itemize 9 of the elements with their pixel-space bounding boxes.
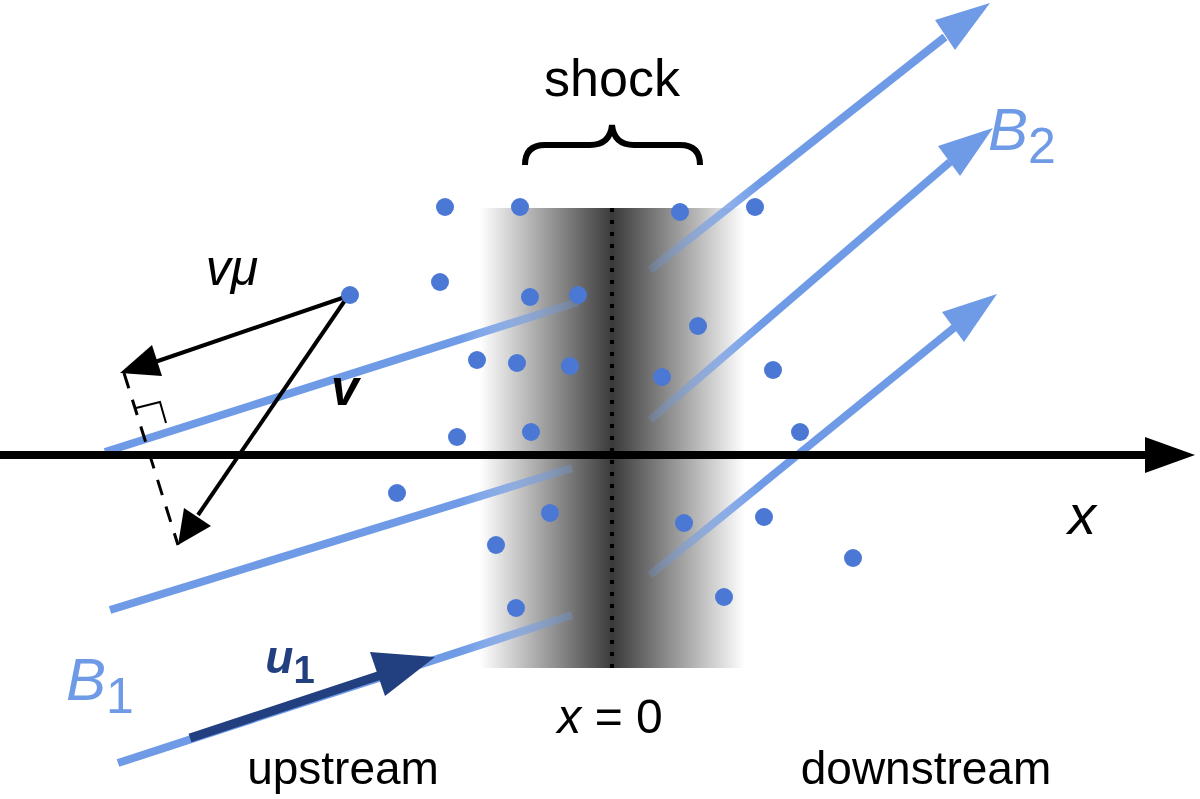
region-label: downstream (800, 745, 1052, 791)
position-label: x = 0 (557, 693, 663, 741)
vector-label: v (331, 363, 359, 413)
region-label: shock (544, 52, 680, 104)
vector-label: vμ (205, 243, 259, 293)
axis-label: x (1068, 487, 1096, 543)
field-label: B$_{1}$ (66, 649, 134, 721)
vector-label: u$_{1}$ (265, 634, 315, 690)
field-label: B$_{2}$ (988, 99, 1056, 171)
